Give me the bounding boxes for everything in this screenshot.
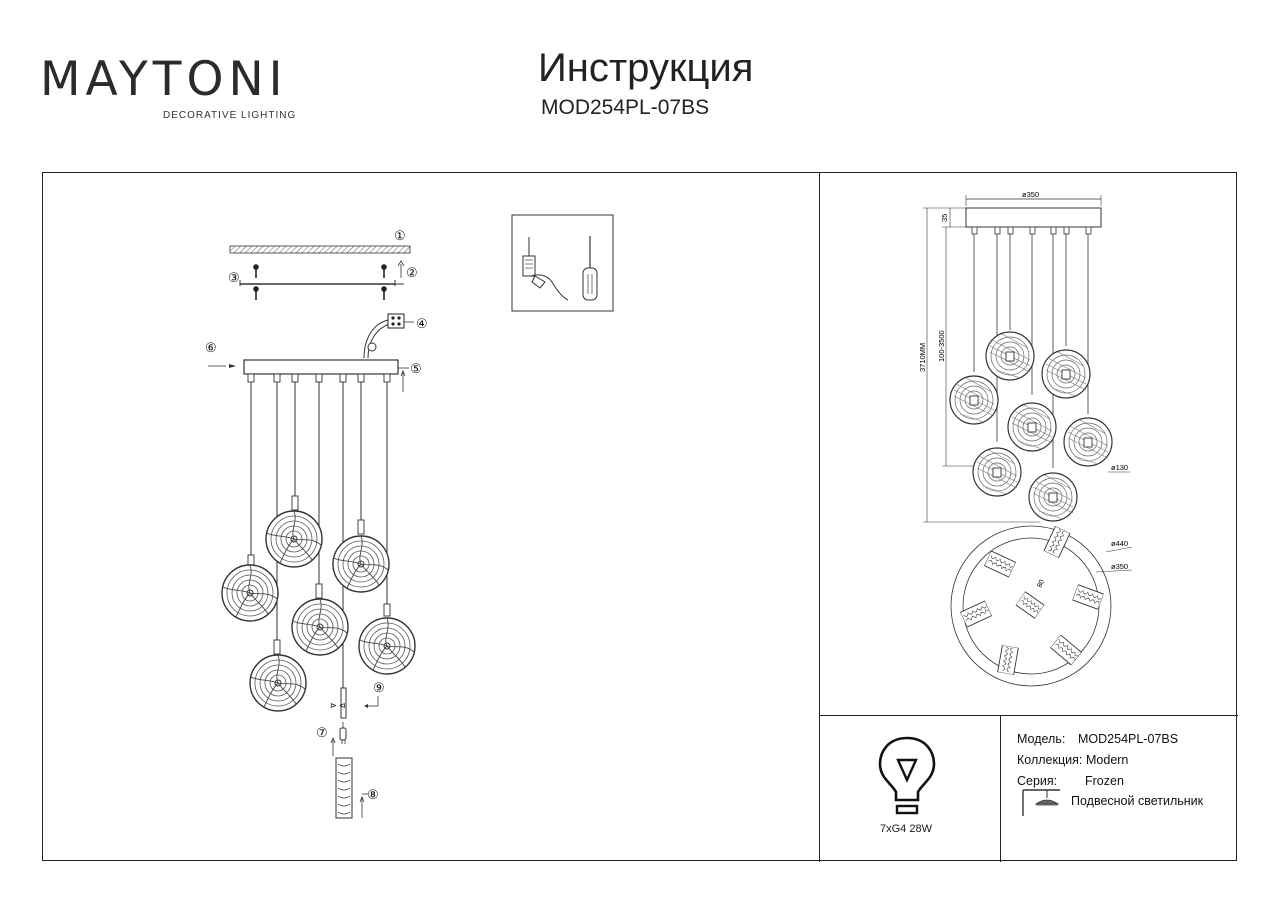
canopy bbox=[243, 359, 399, 375]
pendant-lamp-icon bbox=[1022, 789, 1060, 816]
series-value: Frozen bbox=[1085, 774, 1124, 788]
brand-logo-text: MAYTONI bbox=[40, 52, 288, 107]
callout-8: ⑧ bbox=[367, 787, 379, 802]
drill-icon bbox=[522, 237, 569, 301]
dim-total-height: 3710MM bbox=[918, 343, 927, 372]
screwdriver-icon bbox=[582, 236, 598, 301]
dim-spread-inner: ø350 bbox=[1111, 562, 1128, 571]
series-label: Серия: bbox=[1017, 774, 1058, 788]
svg-text:⊳ ⊲: ⊳ ⊲ bbox=[330, 701, 346, 710]
dim-canopy-height: 35 bbox=[940, 214, 949, 222]
frame-divider-info bbox=[1000, 715, 1002, 862]
page-model-number: MOD254PL-07BS bbox=[541, 96, 710, 119]
ceiling-screws bbox=[253, 264, 387, 300]
callout-6: ⑥ bbox=[205, 340, 217, 355]
spread-circle-outer bbox=[950, 525, 1112, 687]
dimension-drawing: ø350 35 3710MM 100-3500 bbox=[918, 190, 1133, 687]
callout-5: ⑤ bbox=[410, 361, 422, 376]
callout-7: ⑦ bbox=[316, 725, 328, 740]
dim-cable-range: 100-3500 bbox=[937, 330, 946, 362]
top-view-bars bbox=[959, 525, 1104, 676]
assembly-drawing: ⊳ ⊲ ① ② ③ ④ ⑤ ⑥ ⑦ ⑧ ⑨ bbox=[205, 228, 428, 819]
dim-shade-depth: 80 bbox=[1036, 579, 1046, 589]
callout-3: ③ bbox=[228, 270, 240, 285]
assembly-callouts: ① ② ③ ④ ⑤ ⑥ ⑦ ⑧ ⑨ bbox=[205, 228, 428, 802]
callout-9: ⑨ bbox=[373, 680, 385, 695]
lamp-type: Подвесной светильник bbox=[1071, 794, 1204, 808]
ceiling bbox=[229, 245, 411, 254]
frame-divider-vertical bbox=[819, 173, 821, 862]
tools-box bbox=[511, 214, 614, 312]
model-label: Модель: bbox=[1017, 732, 1066, 746]
bulb-icon bbox=[878, 736, 936, 815]
terminal-block bbox=[387, 313, 405, 329]
bulb-spec: 7xG4 28W bbox=[880, 823, 932, 835]
collection-label: Коллекция: bbox=[1017, 753, 1083, 767]
collection-value: Modern bbox=[1086, 753, 1129, 767]
dim-shade-diameter: ø130 bbox=[1111, 463, 1128, 472]
dim-canopy-diameter: ø350 bbox=[1022, 190, 1039, 199]
frame-divider-horizontal bbox=[819, 715, 1238, 717]
drawing-frame bbox=[42, 172, 1238, 862]
dim-canopy bbox=[965, 207, 1102, 228]
brand-logo: MAYTONI bbox=[40, 56, 288, 103]
model-value: MOD254PL-07BS bbox=[1078, 732, 1179, 746]
callout-2: ② bbox=[406, 265, 418, 280]
brand-tagline: DECORATIVE LIGHTING bbox=[163, 110, 297, 121]
callout-1: ① bbox=[394, 228, 406, 243]
callout-4: ④ bbox=[416, 316, 428, 331]
dim-spread-outer: ø440 bbox=[1111, 539, 1128, 548]
g4-bulb bbox=[339, 727, 347, 741]
page-title: Инструкция bbox=[538, 46, 754, 90]
